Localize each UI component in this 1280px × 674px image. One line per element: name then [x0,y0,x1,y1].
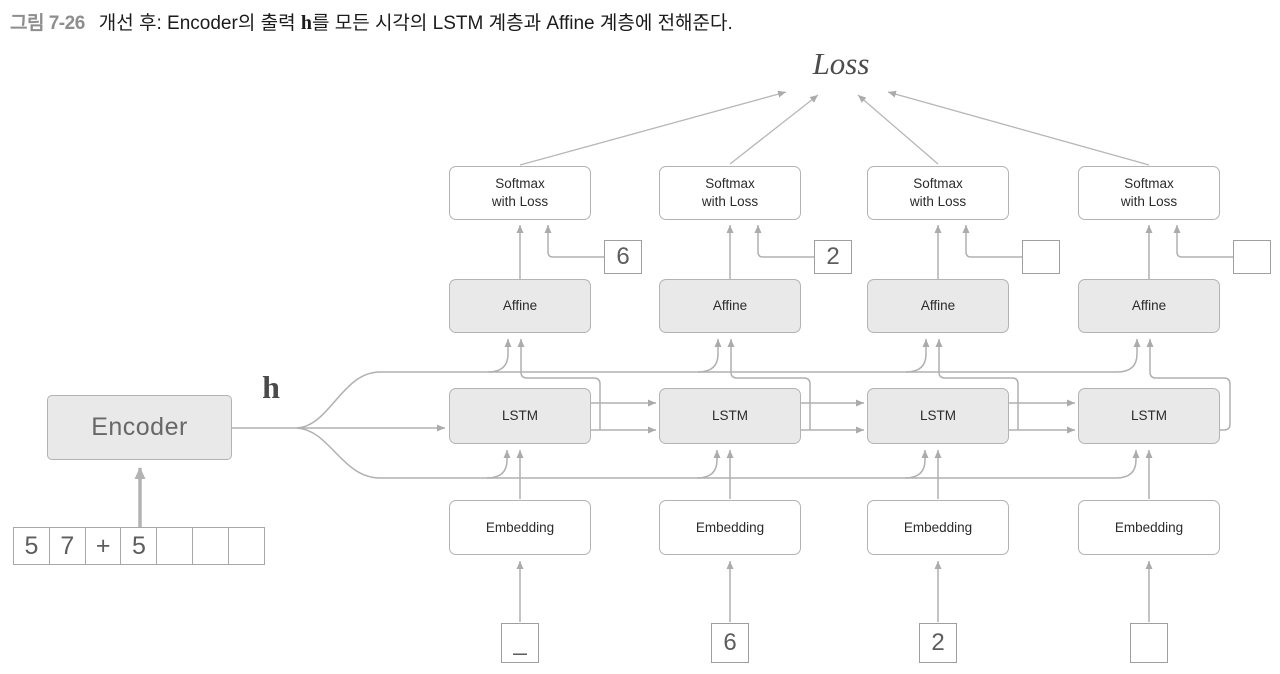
softmax-with-loss-layer-2: Softmax with Loss [659,166,801,220]
encoder-box: Encoder [47,395,232,460]
caption-text-after: 를 모든 시각의 LSTM 계층과 Affine 계층에 전해준다. [311,13,733,34]
column-wires [516,225,1233,622]
loss-arrow-1 [519,90,787,166]
softmax-with-loss-layer-3: Softmax with Loss [867,166,1009,220]
input-cell: + [84,527,122,565]
encoder-input-sequence: 5 7 + 5 [13,527,265,565]
affine-layer-4: Affine [1078,279,1220,333]
target-label-box-4 [1233,240,1271,274]
figure-caption: 그림 7-26 개선 후: Encoder의 출력 h를 모든 시각의 LSTM … [10,8,733,35]
loss-arrows [519,90,1150,166]
input-token-box-3: 2 [919,623,957,663]
input-cell: 5 [13,527,50,565]
encoder-output-h-symbol: h [262,369,280,405]
loss-label: Loss [812,46,870,81]
target-label-box-3 [1022,240,1060,274]
lstm-layer-3: LSTM [867,388,1009,444]
figure-number: 그림 7-26 [10,13,85,34]
lstm-layer-4: LSTM [1078,388,1220,444]
softmax-with-loss-layer-1: Softmax with Loss [449,166,591,220]
h-top-bus-to-affines [296,339,1141,429]
target-label-box-1: 6 [604,240,642,274]
embedding-layer-1: Embedding [449,500,591,555]
affine-layer-1: Affine [449,279,591,333]
loss-arrow-3 [857,94,939,165]
caption-h-symbol: h [300,12,312,34]
encoder-h-wires [232,339,1141,479]
loss-arrow-2 [729,94,819,165]
embedding-layer-3: Embedding [867,500,1009,555]
h-bottom-bus-to-lstms [296,427,1140,479]
loss-arrow-4 [887,90,1150,166]
input-cell: 7 [48,527,86,565]
input-cell [192,527,230,565]
embedding-layer-4: Embedding [1078,500,1220,555]
affine-layer-3: Affine [867,279,1009,333]
input-cell: 5 [120,527,158,565]
input-token-box-4 [1130,623,1168,663]
target-label-box-2: 2 [814,240,852,274]
caption-text-before: 개선 후: Encoder의 출력 [98,13,301,34]
input-token-box-1: _ [501,623,539,663]
lstm-layer-2: LSTM [659,388,801,444]
softmax-with-loss-layer-4: Softmax with Loss [1078,166,1220,220]
affine-layer-2: Affine [659,279,801,333]
input-token-box-2: 6 [711,623,749,663]
input-cell [156,527,194,565]
input-cell [227,527,265,565]
embedding-layer-2: Embedding [659,500,801,555]
lstm-layer-1: LSTM [449,388,591,444]
